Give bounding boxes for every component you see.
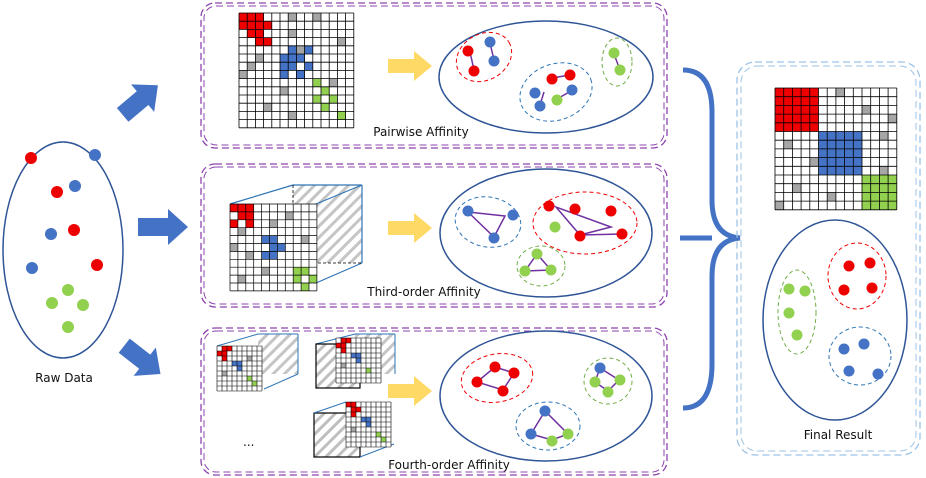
final-result-panel [736,61,921,456]
fourth-order-tensor-1 [216,333,299,390]
fourth-order-label: Fourth-order Affinity [388,458,510,472]
arrow-to-third-order [138,209,188,245]
merge-brace [682,67,741,411]
pairwise-affinity-matrix [238,12,355,129]
final-result-label: Final Result [804,428,873,442]
final-affinity-matrix [774,87,898,211]
yellow-arrow-third [388,213,432,243]
fourth-order-cluster-ellipse [439,330,653,462]
yellow-arrow-fourth [388,376,432,406]
pairwise-label: Pairwise Affinity [373,125,468,139]
fourth-order-matrix-3 [345,401,392,448]
fourth-order-matrix-1 [216,345,263,392]
third-order-panel [200,163,668,308]
arrow-to-fourth-order [118,338,161,376]
ellipsis: ... [243,435,254,449]
fourth-order-panel [200,327,668,476]
yellow-arrow-pairwise [388,51,432,81]
final-cluster-ellipse [762,219,908,421]
pairwise-panel [200,2,668,149]
third-order-front-matrix [229,203,318,292]
raw-data-ellipse [2,141,124,359]
fourth-order-matrix-2 [335,337,382,384]
pairwise-cluster-ellipse [438,20,654,134]
raw-data-label: Raw Data [35,371,93,385]
arrow-to-pairwise [116,84,158,122]
third-order-cluster-ellipse [439,168,653,298]
third-order-label: Third-order Affinity [366,285,481,299]
